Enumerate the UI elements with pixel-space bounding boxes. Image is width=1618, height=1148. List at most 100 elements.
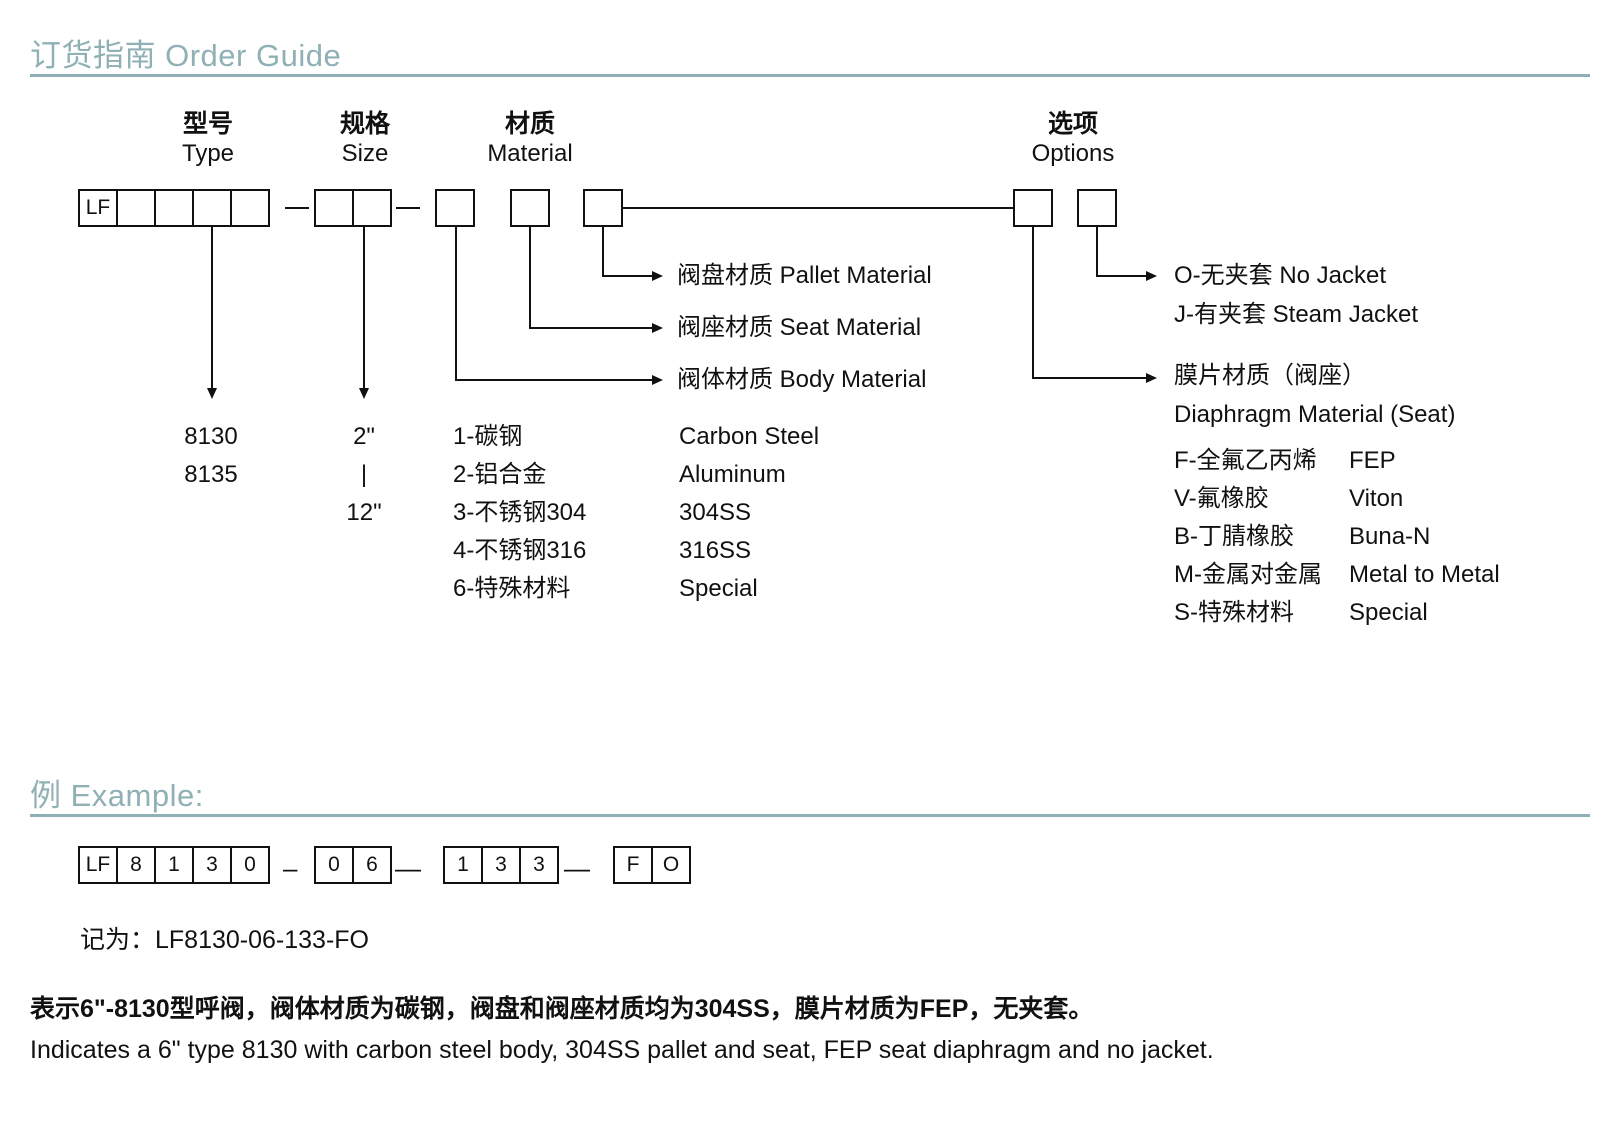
- leader-seat-arrowhead-icon: [652, 323, 663, 333]
- diaphragm-code-4: S-特殊材料: [1174, 599, 1294, 626]
- leader-pallet-horizontal: [602, 275, 654, 277]
- diaphragm-english-list: FEP Viton Buna-N Metal to Metal Special: [1349, 442, 1500, 632]
- callout-diaphragm-en: Diaphragm Material (Seat): [1174, 401, 1456, 428]
- material-english-0: Carbon Steel: [679, 423, 820, 450]
- group-label-material-cn: 材质: [504, 110, 555, 138]
- leader-pallet-arrowhead-icon: [652, 271, 663, 281]
- material-english-2: 304SS: [679, 499, 752, 526]
- example-cell-g4-0: F: [613, 846, 653, 884]
- leader-type-arrowhead-icon: [207, 388, 217, 399]
- leader-seat-horizontal: [529, 327, 654, 329]
- schematic-dash-1: [285, 207, 309, 209]
- order-guide-rule: [30, 74, 1590, 77]
- leader-seat-vertical: [529, 227, 531, 329]
- schematic-cell-type-1: [116, 189, 156, 227]
- schematic-cell-size-2: [352, 189, 392, 227]
- leader-diaphragm-horizontal: [1032, 377, 1148, 379]
- schematic-cell-prefix: LF: [78, 189, 118, 227]
- diaphragm-code-1: V-氟橡胶: [1174, 485, 1269, 512]
- example-rule: [30, 814, 1590, 817]
- material-english-1: Aluminum: [679, 461, 786, 488]
- schematic-cell-diaphragm: [1013, 189, 1053, 227]
- example-cell-g1-1: 8: [116, 846, 156, 884]
- group-label-size: 规格 Size: [305, 110, 425, 168]
- material-english-list: Carbon Steel Aluminum 304SS 316SS Specia…: [679, 418, 819, 608]
- diaphragm-english-2: Buna-N: [1349, 523, 1431, 550]
- example-group-2: 0 6: [314, 846, 392, 884]
- example-group-4: F O: [613, 846, 691, 884]
- example-note-en: Indicates a 6" type 8130 with carbon ste…: [30, 1036, 1214, 1064]
- example-cell-g4-1: O: [651, 846, 691, 884]
- example-cell-g1-4: 0: [230, 846, 270, 884]
- order-guide-heading: 订货指南 Order Guide: [30, 38, 342, 73]
- schematic-cell-type-2: [154, 189, 194, 227]
- example-record-label: 记为：LF8130-06-133-FO: [80, 926, 370, 954]
- type-value-list: 8130 8135: [150, 418, 272, 494]
- schematic-span-line: [623, 207, 1013, 209]
- group-label-size-cn: 规格: [339, 110, 390, 138]
- schematic-cell-size-1: [314, 189, 354, 227]
- callout-no-jacket: O-无夹套 No Jacket: [1174, 262, 1387, 289]
- callout-pallet-material: 阀盘材质 Pallet Material: [677, 262, 932, 289]
- diaphragm-english-4: Special: [1349, 599, 1428, 626]
- example-cell-g1-3: 3: [192, 846, 232, 884]
- leader-body-vertical: [455, 227, 457, 381]
- example-heading: 例 Example:: [30, 778, 204, 813]
- example-cell-g1-2: 1: [154, 846, 194, 884]
- schematic-cell-seat-material: [510, 189, 550, 227]
- example-group-3: 1 3 3: [443, 846, 559, 884]
- leader-jacket-horizontal: [1096, 275, 1148, 277]
- schematic-cell-body-material: [435, 189, 475, 227]
- material-code-3: 4-不锈钢316: [453, 537, 587, 564]
- diaphragm-english-0: FEP: [1349, 447, 1396, 474]
- group-label-material-en: Material: [487, 139, 573, 167]
- leader-size-arrowhead-icon: [359, 388, 369, 399]
- diaphragm-code-2: B-丁腈橡胶: [1174, 523, 1294, 550]
- schematic-cell-pallet-material: [583, 189, 623, 227]
- example-separator-3: —: [564, 853, 590, 883]
- type-value-1: 8135: [184, 461, 238, 488]
- group-label-options-cn: 选项: [1047, 110, 1098, 138]
- size-value-0: 2": [353, 423, 375, 450]
- example-separator-1: –: [283, 853, 298, 883]
- diaphragm-code-list: F-全氟乙丙烯 V-氟橡胶 B-丁腈橡胶 M-金属对金属 S-特殊材料: [1174, 442, 1322, 632]
- group-label-material: 材质 Material: [460, 110, 600, 168]
- example-cell-g2-1: 6: [352, 846, 392, 884]
- material-english-3: 316SS: [679, 537, 752, 564]
- example-group-1: LF 8 1 3 0: [78, 846, 270, 884]
- diaphragm-code-0: F-全氟乙丙烯: [1174, 447, 1317, 474]
- group-label-type-en: Type: [181, 139, 235, 167]
- size-value-list: 2" | 12": [305, 418, 423, 532]
- diaphragm-english-3: Metal to Metal: [1349, 561, 1500, 588]
- schematic-cell-type-4: [230, 189, 270, 227]
- group-label-options-en: Options: [1031, 139, 1115, 167]
- size-value-1: |: [360, 461, 368, 488]
- example-cell-g3-0: 1: [443, 846, 483, 884]
- material-code-list: 1-碳钢 2-铝合金 3-不锈钢304 4-不锈钢316 6-特殊材料: [453, 418, 586, 608]
- leader-body-arrowhead-icon: [652, 375, 663, 385]
- material-code-2: 3-不锈钢304: [453, 499, 587, 526]
- group-label-options: 选项 Options: [1003, 110, 1143, 168]
- callout-diaphragm-cn: 膜片材质（阀座）: [1174, 362, 1366, 389]
- example-cell-g1-0: LF: [78, 846, 118, 884]
- leader-jacket-vertical: [1096, 227, 1098, 277]
- diaphragm-english-1: Viton: [1349, 485, 1404, 512]
- material-code-1: 2-铝合金: [453, 461, 547, 488]
- material-code-0: 1-碳钢: [453, 423, 523, 450]
- leader-body-horizontal: [455, 379, 654, 381]
- leader-diaphragm-vertical: [1032, 227, 1034, 379]
- example-cell-g2-0: 0: [314, 846, 354, 884]
- example-separator-2: —: [395, 853, 421, 883]
- group-label-type: 型号 Type: [148, 110, 268, 168]
- size-value-2: 12": [346, 499, 382, 526]
- group-label-size-en: Size: [341, 139, 389, 167]
- schematic-dash-2: [396, 207, 420, 209]
- callout-body-material: 阀体材质 Body Material: [677, 366, 927, 393]
- schematic-type-boxes: LF: [78, 189, 270, 227]
- callout-seat-material: 阀座材质 Seat Material: [677, 314, 922, 341]
- example-cell-g3-2: 3: [519, 846, 559, 884]
- group-label-type-cn: 型号: [182, 110, 233, 138]
- example-cell-g3-1: 3: [481, 846, 521, 884]
- callout-steam-jacket: J-有夹套 Steam Jacket: [1174, 301, 1419, 328]
